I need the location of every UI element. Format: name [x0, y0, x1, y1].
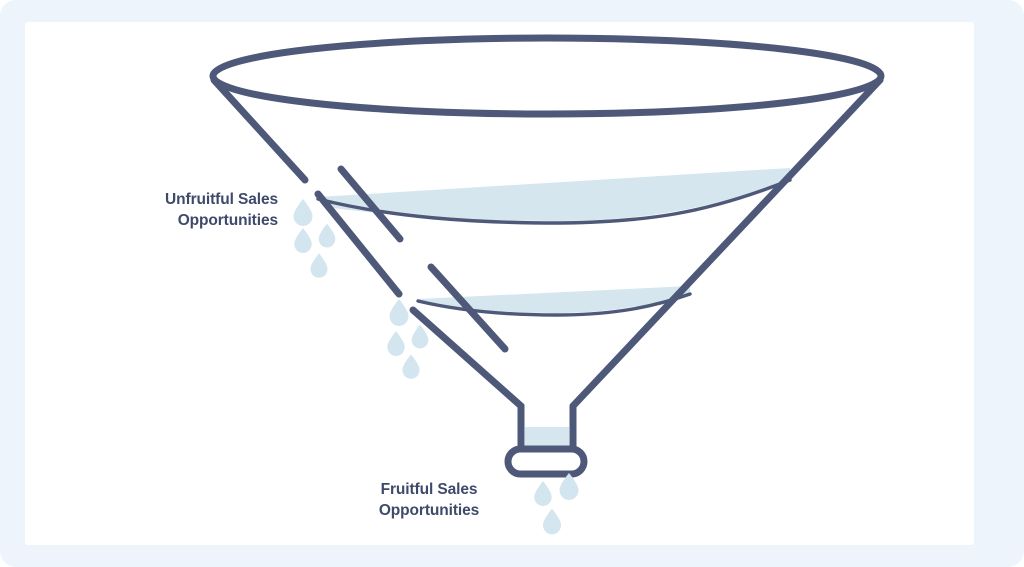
lower-droplet-cluster	[387, 299, 429, 379]
unfruitful-sales-label: Unfruitful Sales Opportunities	[165, 191, 278, 229]
droplet	[411, 324, 429, 349]
funnel-left-wall-lower	[409, 306, 525, 410]
lower-liquid-arc	[416, 292, 692, 317]
droplet	[402, 354, 420, 379]
droplet	[294, 228, 312, 253]
illustration-card	[25, 22, 974, 545]
funnel-left-wall-middle	[314, 190, 403, 298]
droplet	[387, 331, 405, 356]
spout-droplet-cluster	[534, 473, 579, 535]
upper-liquid-arc	[316, 178, 792, 225]
droplet	[293, 199, 313, 226]
droplet	[389, 299, 409, 326]
fruitful-sales-label: Fruitful Sales Opportunities	[378, 481, 480, 519]
funnel-crack-shard-lower	[427, 263, 509, 353]
funnel-spout-ring	[504, 445, 588, 478]
lower-liquid	[418, 286, 690, 313]
droplet	[318, 223, 336, 248]
funnel-body	[209, 34, 885, 454]
upper-liquid	[318, 168, 790, 221]
funnel-right-wall	[569, 76, 884, 410]
funnel-left-wall-upper	[210, 76, 309, 184]
liquid-group	[318, 168, 790, 452]
liquid-surface-lines	[316, 178, 792, 317]
funnel-crack-shard-upper	[337, 165, 404, 243]
droplet	[534, 481, 552, 506]
funnel-rim	[209, 34, 885, 118]
droplet	[542, 508, 562, 535]
droplet	[310, 253, 328, 278]
